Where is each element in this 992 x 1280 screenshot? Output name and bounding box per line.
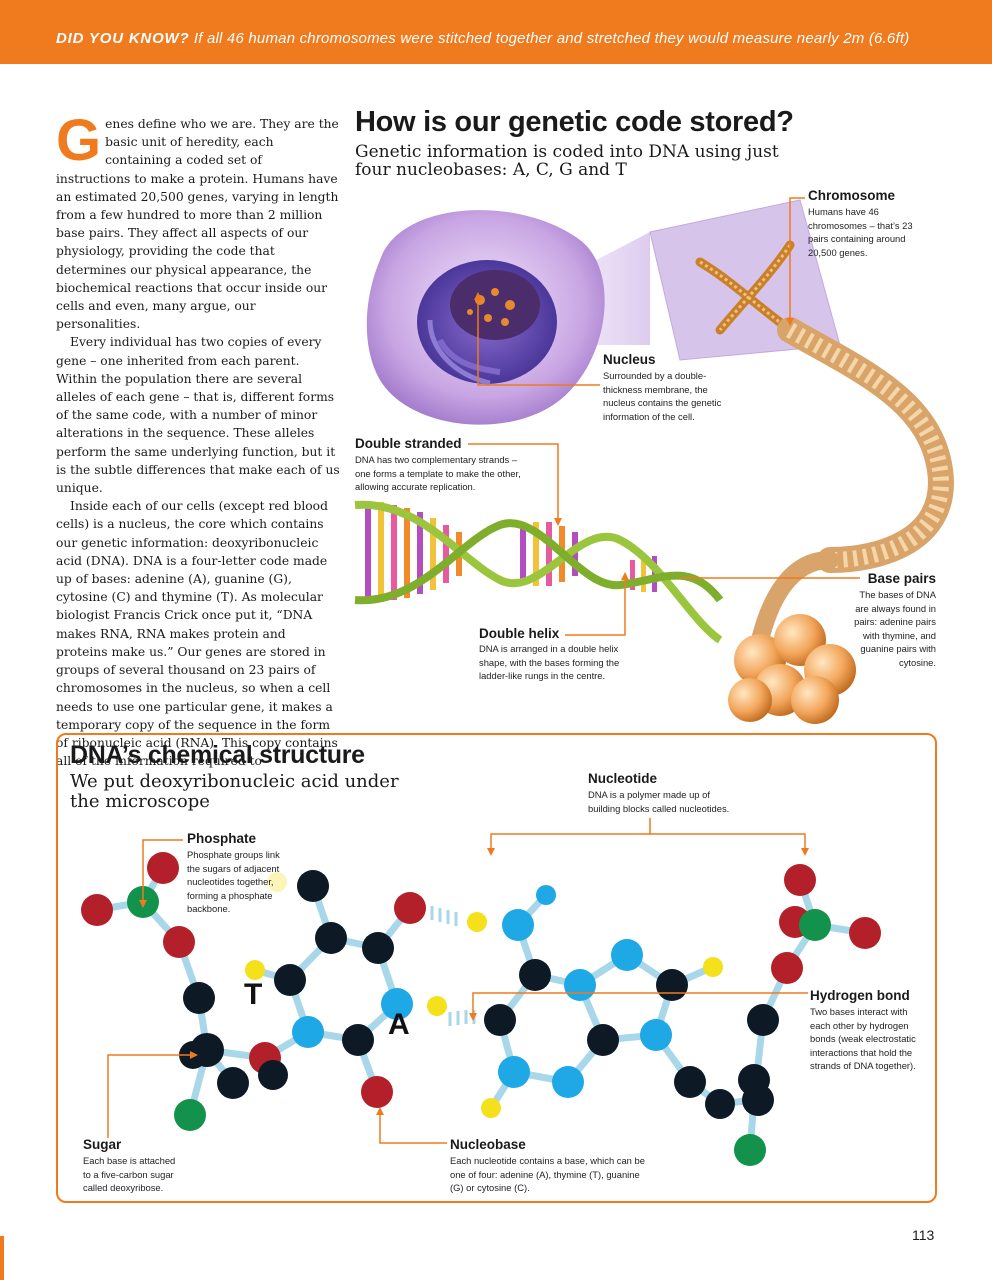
double-helix-label: Double helix <box>479 626 560 641</box>
phosphorus-atoms <box>127 886 831 1166</box>
hydrogen-bond-marks <box>430 906 476 1026</box>
hydrogen-atoms <box>245 872 723 1118</box>
phosphate-label: Phosphate <box>187 831 257 846</box>
nucleotide-label: Nucleotide <box>588 771 658 786</box>
fact-banner <box>0 0 992 64</box>
lower-leader-lines <box>107 818 808 1144</box>
chemical-structure-title: DNA’s chemical structure <box>70 741 365 769</box>
upper-leader-lines <box>468 197 860 636</box>
drop-cap: G <box>56 108 102 173</box>
helix-strand-a <box>354 500 723 644</box>
oxygen-atoms <box>81 852 881 1108</box>
nucleus-label: Nucleus <box>603 352 656 367</box>
storage-title: How is our genetic code stored? <box>355 106 794 138</box>
fact-banner-text: DID YOU KNOW? If all 46 human chromosome… <box>56 30 909 47</box>
article-paragraph-2: Every individual has two copies of every… <box>56 335 340 496</box>
nucleobase-label: Nucleobase <box>450 1137 526 1152</box>
article-paragraph-3: Inside each of our cells (except red blo… <box>56 499 338 769</box>
helix-strand-b <box>354 519 724 605</box>
phosphate-desc: Phosphate groups link the sugars of adja… <box>187 849 280 914</box>
nucleus-desc: Surrounded by a double-thickness membran… <box>603 370 722 422</box>
hydrogen-bond-label: Hydrogen bond <box>810 988 910 1003</box>
page-edge-marker <box>0 1236 4 1280</box>
double-helix-desc: DNA is arranged in a double helix shape,… <box>479 643 620 681</box>
hydrogen-bond-desc: Two bases interact with each other by hy… <box>810 1006 916 1071</box>
article-paragraph-1-text: enes define who we are. They are the bas… <box>56 117 339 332</box>
base-pairs-desc: The bases of DNA are always found in pai… <box>854 589 936 668</box>
er-fold <box>437 338 501 375</box>
nucleobase-desc: Each nucleotide contains a base, which c… <box>450 1155 645 1193</box>
chemical-structure-subtitle: We put deoxyribonucleic acid under the m… <box>70 771 399 812</box>
fact-banner-label: DID YOU KNOW? <box>56 30 190 47</box>
sugar-desc: Each base is attached to a five-carbon s… <box>83 1155 176 1193</box>
double-stranded-desc: DNA has two complementary strands – one … <box>355 454 521 492</box>
page-number: 113 <box>912 1227 935 1243</box>
chemical-structure-panel <box>56 733 937 1203</box>
adenine-base-letter: A <box>388 1008 410 1041</box>
nucleosome-cluster <box>728 614 856 724</box>
thymine-base-letter: T <box>244 978 263 1011</box>
storage-subtitle: Genetic information is coded into DNA us… <box>355 142 779 180</box>
chromosome-label: Chromosome <box>808 188 896 203</box>
sugar-label: Sugar <box>83 1137 122 1152</box>
double-stranded-label: Double stranded <box>355 436 462 451</box>
base-pairs-label: Base pairs <box>867 571 936 586</box>
chromosome-desc: Humans have 46 chromosomes – that’s 23 p… <box>808 206 913 258</box>
nitrogen-atoms <box>292 885 672 1098</box>
nucleotide-desc: DNA is a polymer made up of building blo… <box>588 789 730 814</box>
nucleus-core <box>450 270 540 340</box>
fact-banner-body: If all 46 human chromosomes were stitche… <box>193 30 910 47</box>
